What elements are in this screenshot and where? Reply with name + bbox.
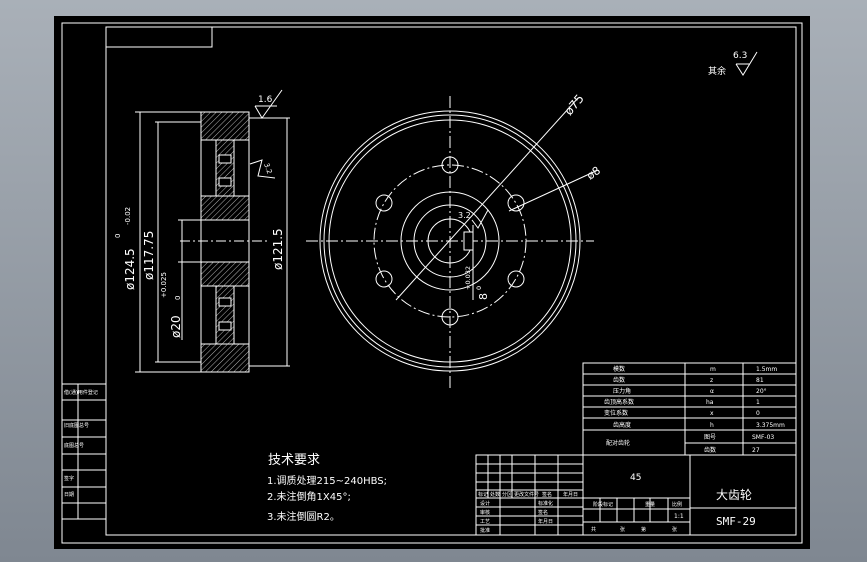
- tech-req-item: 2.未注倒角1X45°;: [267, 490, 351, 503]
- svg-text:其余: 其余: [708, 65, 726, 77]
- tech-req-item: 1.调质处理215~240HBS;: [267, 475, 387, 487]
- svg-text:张: 张: [620, 526, 625, 533]
- dim-root-diameter: ø121.5: [271, 228, 285, 270]
- svg-text:SMF-03: SMF-03: [752, 434, 774, 441]
- svg-text:处数: 处数: [490, 491, 500, 498]
- svg-text:变位系数: 变位系数: [604, 409, 628, 417]
- drawing-sheet: [54, 16, 810, 549]
- title-block: 标记 处数 分区 更改文件号 签名 年月日 设计 审核 工艺 批准 标准化 签名…: [475, 454, 797, 536]
- dim-outer-tol-lower: -0.02: [124, 207, 132, 225]
- svg-text:0: 0: [756, 410, 760, 417]
- technical-requirements: 技术要求 1.调质处理215~240HBS; 2.未注倒角1X45°; 3.未注…: [267, 453, 387, 523]
- svg-text:α: α: [710, 388, 714, 395]
- surface-finish-general: 其余 6.3: [708, 51, 758, 77]
- left-strip-cell: 借(通)用件登记: [64, 389, 98, 396]
- svg-text:3.375mm: 3.375mm: [756, 422, 785, 429]
- svg-text:重量: 重量: [645, 501, 655, 508]
- svg-text:年月日: 年月日: [563, 491, 578, 498]
- gear-parameter-table: 模数 m 1.5mm 齿数 z 81 压力角 α 20° 齿顶高系数 ha 1 …: [582, 362, 797, 456]
- svg-text:图号: 图号: [704, 434, 716, 441]
- svg-text:齿高度: 齿高度: [613, 421, 631, 429]
- svg-text:1: 1: [756, 399, 760, 406]
- left-strip-cell: 底图总号: [64, 442, 84, 449]
- svg-text:审核: 审核: [480, 509, 490, 516]
- svg-text:配对齿轮: 配对齿轮: [606, 439, 630, 447]
- svg-text:批准: 批准: [480, 527, 490, 534]
- svg-text:81: 81: [756, 377, 764, 384]
- inner-border: [105, 26, 797, 536]
- svg-text:张: 张: [672, 526, 677, 533]
- dim-hole-diameter: ø8: [584, 164, 603, 183]
- tech-req-item: 3.未注倒圆R2。: [267, 510, 340, 523]
- svg-text:年月日: 年月日: [538, 518, 553, 525]
- svg-text:压力角: 压力角: [613, 387, 631, 395]
- tech-req-title: 技术要求: [268, 453, 320, 468]
- svg-text:齿数: 齿数: [704, 446, 716, 454]
- dim-bore-tol-lower: 0: [174, 296, 182, 300]
- svg-text:工艺: 工艺: [480, 519, 490, 525]
- dim-bore-diameter: ø20: [169, 315, 183, 338]
- outer-border: [61, 22, 803, 544]
- svg-text:阶段标记: 阶段标记: [593, 501, 613, 508]
- corner-box: [105, 26, 213, 48]
- left-strip-cell: 日期: [64, 492, 74, 498]
- left-strip-cell: 旧底图总号: [64, 422, 89, 429]
- svg-text:27: 27: [752, 447, 760, 454]
- scale: 1:1: [674, 513, 684, 520]
- svg-text:第: 第: [641, 526, 646, 533]
- svg-text:模数: 模数: [613, 365, 625, 373]
- svg-text:6.3: 6.3: [733, 51, 747, 61]
- svg-text:标记: 标记: [478, 491, 488, 498]
- svg-text:h: h: [710, 422, 714, 429]
- roughness-rib: 3.2: [262, 162, 273, 175]
- svg-text:设计: 设计: [480, 500, 490, 507]
- svg-text:比例: 比例: [672, 501, 682, 508]
- roughness-side: 1.6: [258, 95, 273, 105]
- svg-text:1.5mm: 1.5mm: [756, 366, 777, 373]
- svg-text:标准化: 标准化: [538, 500, 553, 507]
- part-name: 大齿轮: [716, 488, 752, 502]
- svg-text:齿顶高系数: 齿顶高系数: [604, 398, 634, 406]
- left-strip: 借(通)用件登记 旧底图总号 底图总号 签字 日期: [61, 383, 107, 520]
- side-view: ø124.5 0 -0.02 ø117.75 ø20 +0.025 0 ø121…: [114, 89, 290, 373]
- svg-text:20°: 20°: [756, 388, 767, 395]
- svg-text:齿数: 齿数: [613, 376, 625, 384]
- svg-text:签名: 签名: [542, 491, 552, 498]
- keyway-tol-upper: +0.032: [464, 266, 472, 290]
- svg-text:z: z: [710, 377, 713, 384]
- keyway-tol-lower: 0: [475, 286, 483, 290]
- svg-text:ha: ha: [706, 399, 714, 406]
- dim-outer-tol-upper: 0: [114, 234, 122, 238]
- dim-outer-diameter: ø124.5: [123, 248, 137, 290]
- dim-mid-diameter: ø117.75: [142, 231, 156, 280]
- svg-text:分区: 分区: [502, 491, 512, 498]
- left-strip-cell: 签字: [64, 475, 74, 482]
- keyway-roughness: 3.2: [458, 211, 471, 220]
- material: 45: [630, 473, 641, 483]
- svg-text:更改文件号: 更改文件号: [514, 491, 539, 498]
- svg-text:共: 共: [591, 526, 596, 533]
- svg-text:签名: 签名: [538, 509, 548, 516]
- front-view: ø75 ø8 3.2 8 +0.032 0: [306, 92, 603, 388]
- dim-bore-tol-upper: +0.025: [160, 272, 168, 298]
- svg-text:x: x: [710, 410, 714, 417]
- keyway-dim: 8: [477, 293, 490, 300]
- svg-text:m: m: [710, 366, 716, 373]
- drawing-number: SMF-29: [716, 515, 756, 528]
